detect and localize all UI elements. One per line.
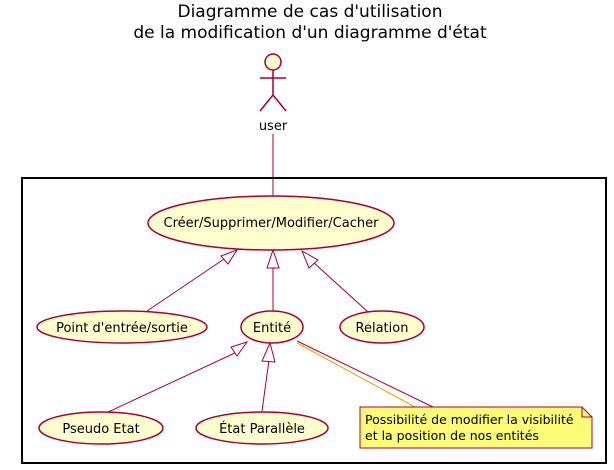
usecase-ellipse xyxy=(195,411,329,445)
note-connector-shadow xyxy=(296,342,416,408)
usecase-label: Relation xyxy=(356,321,409,336)
generalization-line-parallel-state xyxy=(261,359,270,412)
generalization-line-relation xyxy=(312,261,369,313)
actor-label: user xyxy=(259,119,288,134)
usecase-ellipse xyxy=(240,310,304,344)
note-box xyxy=(359,406,593,449)
note-text-line-2: et la position de nos entités xyxy=(365,428,539,443)
diagram-title-line-2: de la modification d'un diagramme d'état xyxy=(133,23,487,43)
generalization-line-entry-exit xyxy=(146,254,231,312)
usecase-pseudo-state[interactable]: Pseudo Etat xyxy=(38,411,164,445)
usecase-relation[interactable]: Relation xyxy=(339,310,425,344)
generalization-line-pseudo-state xyxy=(105,351,238,414)
usecase-create-delete-modify-hide[interactable]: Créer/Supprimer/Modifier/Cacher xyxy=(147,195,395,251)
usecase-label: Entité xyxy=(253,321,291,336)
arrowhead-relation xyxy=(300,249,319,269)
system-boundary xyxy=(21,177,607,464)
usecase-label: État Parallèle xyxy=(219,421,305,437)
actor-head xyxy=(264,53,282,71)
note-visibility-position[interactable]: Possibilité de modifier la visibilité et… xyxy=(359,406,593,449)
usecase-ellipse xyxy=(339,310,425,344)
usecase-ellipse xyxy=(38,411,164,445)
usecase-label: Pseudo Etat xyxy=(62,422,139,437)
usecase-label: Point d'entrée/sortie xyxy=(56,321,188,336)
actor-user[interactable]: user xyxy=(259,53,288,134)
arrowhead-pseudo-state xyxy=(230,341,249,357)
diagram-title-line-1: Diagramme de cas d'utilisation xyxy=(177,2,442,22)
usecase-entry-exit-point[interactable]: Point d'entrée/sortie xyxy=(36,310,208,344)
usecase-ellipse xyxy=(147,195,395,251)
actor-left-leg xyxy=(259,94,274,112)
usecase-entity[interactable]: Entité xyxy=(240,310,304,344)
note-text-line-1: Possibilité de modifier la visibilité xyxy=(365,412,574,427)
usecase-parallel-state[interactable]: État Parallèle xyxy=(195,411,329,445)
usecase-label: Créer/Supprimer/Modifier/Cacher xyxy=(164,216,380,231)
usecase-ellipse xyxy=(36,310,208,344)
arrowhead-entry-exit xyxy=(220,249,239,265)
note-connector xyxy=(296,340,434,408)
note-folded-corner xyxy=(581,407,592,418)
arrowhead-entity xyxy=(266,248,280,269)
actor-right-leg xyxy=(272,94,287,112)
arrowhead-parallel-state xyxy=(261,341,276,363)
